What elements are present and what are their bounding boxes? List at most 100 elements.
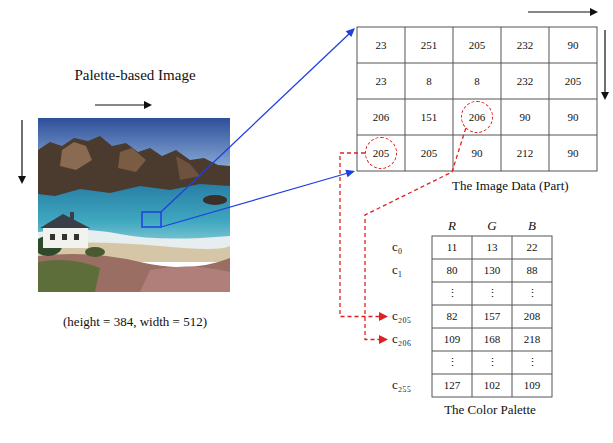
chimney: [70, 212, 74, 220]
channel-header-box: B: [512, 216, 552, 236]
rgb-value-box: 168: [472, 328, 512, 351]
arrow-head: [590, 8, 598, 16]
ellipsis: ⋮: [447, 356, 458, 368]
ellipsis-box: ⋮: [512, 351, 552, 374]
pixel-index-cell-box: 151: [405, 99, 453, 135]
palette-index: c₀: [392, 240, 402, 254]
ellipsis: ⋮: [527, 356, 538, 368]
image-size-note-box: (height = 384, width = 512): [30, 311, 240, 333]
table-caption-box: The Image Data (Part): [452, 176, 607, 196]
grid-border: [357, 27, 597, 171]
pixel-index-cell-box: 8: [453, 63, 501, 99]
figure-title: Palette-based Image: [74, 67, 195, 84]
pixel-index-cell-box: 205: [549, 63, 597, 99]
rgb-value: 11: [447, 241, 458, 253]
pixel-index-cell: 251: [421, 39, 438, 51]
pixel-index-cell-box: 90: [549, 135, 597, 171]
rgb-value-box: 80: [432, 259, 472, 282]
rgb-value-box: 208: [512, 305, 552, 328]
dashed-connector: [340, 153, 379, 317]
rgb-value: 22: [527, 241, 538, 253]
image-size-note: (height = 384, width = 512): [63, 315, 207, 329]
palette-index-box: c₂₀₆: [392, 328, 430, 351]
ellipsis-box: ⋮: [432, 351, 472, 374]
grid-line: [432, 328, 552, 329]
highlight-circle: 205: [365, 137, 397, 169]
palette-index: c₁: [392, 263, 402, 277]
zoom-region: [142, 212, 161, 227]
pixel-index-cell-box: 232: [501, 63, 549, 99]
grid-line: [512, 236, 513, 397]
rgb-value: 130: [484, 264, 501, 276]
pixel-index-cell-box: 212: [501, 135, 549, 171]
arrow-head: [345, 170, 355, 178]
pixel-index-cell: 90: [472, 147, 483, 159]
sea-rock: [203, 195, 227, 205]
rgb-value-box: 127: [432, 374, 472, 397]
pixel-index-cell: 90: [520, 111, 531, 123]
pixel-index-cell-box: 232: [501, 27, 549, 63]
rocks: [38, 136, 230, 196]
ellipsis-box: ⋮: [472, 351, 512, 374]
arrow-head: [379, 335, 388, 344]
rgb-value-box: 88: [512, 259, 552, 282]
palette-index: c₂₀₅: [392, 309, 411, 323]
window: [74, 234, 79, 240]
channel-header-box: G: [472, 216, 512, 236]
pixel-index-cell-box: 205: [453, 27, 501, 63]
pixel-index-cell: 90: [568, 39, 579, 51]
rgb-value: 157: [484, 310, 501, 322]
rgb-value: 88: [527, 264, 538, 276]
pixel-index-cell: 205: [469, 39, 486, 51]
arrow-head: [346, 28, 355, 37]
pixel-index-cell-box: 206: [357, 99, 405, 135]
bush: [85, 247, 105, 257]
ellipsis: ⋮: [447, 287, 458, 299]
palette-row: c₂₀₅82157208: [388, 305, 552, 328]
lookup-connector: [365, 128, 466, 344]
heath: [140, 266, 230, 292]
pixel-index-cell: 205: [421, 147, 438, 159]
ellipsis-box: ⋮: [512, 282, 552, 305]
grid-line: [357, 63, 597, 64]
grid-line: [357, 135, 597, 136]
pixel-index-cell-box: 90: [549, 27, 597, 63]
pixel-index: 205: [373, 147, 390, 159]
pixel-index-cell-box: 8: [405, 63, 453, 99]
palette-index-box: c₂₀₅: [392, 305, 430, 328]
pixel-index-cell-box: 251: [405, 27, 453, 63]
rgb-value-box: 157: [472, 305, 512, 328]
pixel-index-cell: 90: [568, 147, 579, 159]
grid-line: [357, 99, 597, 100]
ellipsis: ⋮: [487, 287, 498, 299]
pixel-index-cell: 232: [517, 39, 534, 51]
grid-border: [432, 236, 552, 397]
pixel-index-cell: 90: [568, 111, 579, 123]
arrow-head: [379, 312, 388, 321]
grid-line: [432, 305, 552, 306]
palette-index-box: c₂₅₅: [392, 374, 430, 397]
pixel-index-cell: 212: [517, 147, 534, 159]
pixel-index-cell-box: 23: [357, 27, 405, 63]
lookup-connector: [340, 153, 388, 321]
table-caption: The Color Palette: [444, 403, 536, 417]
pixel-index-cell: 232: [517, 75, 534, 87]
rgb-value-box: 11: [432, 236, 472, 259]
rgb-value: 109: [524, 379, 541, 391]
scan-arrow: [604, 30, 605, 94]
palette-index: c₂₀₆: [392, 332, 411, 346]
channel-header: B: [528, 219, 536, 233]
pixel-index-cell-box: 23: [357, 63, 405, 99]
rgb-value: 208: [524, 310, 541, 322]
pixel-index-cell: 8: [474, 75, 480, 87]
rgb-value-box: 130: [472, 259, 512, 282]
pixel-index-cell: 23: [376, 75, 387, 87]
ellipsis-box: ⋮: [432, 282, 472, 305]
rgb-value-box: 22: [512, 236, 552, 259]
pixel-index-cell-box: 90: [453, 135, 501, 171]
rgb-value: 80: [447, 264, 458, 276]
pixel-index-cell: 205: [565, 75, 582, 87]
window: [50, 234, 55, 240]
